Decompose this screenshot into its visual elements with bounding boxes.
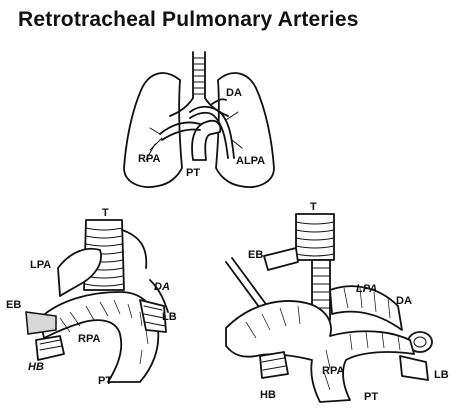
br-label-da: DA	[396, 295, 412, 307]
top-pulmonary-trunk	[191, 119, 222, 161]
bl-label-hb: HB	[28, 361, 44, 373]
top-ductus	[211, 98, 227, 105]
br-label-lpa: LPA	[356, 283, 377, 295]
bl-label-lpa: LPA	[30, 259, 51, 271]
br-label-hb: HB	[260, 389, 276, 401]
bl-eparterial-bronchus	[25, 311, 57, 335]
br-label-lb: LB	[434, 369, 449, 381]
br-trachea	[295, 213, 335, 261]
top-rpa-vessel	[159, 121, 201, 141]
bl-label-eb: EB	[6, 299, 21, 311]
top-left-lung	[215, 72, 275, 188]
br-lpa	[329, 285, 403, 331]
top-label-pt: PT	[186, 167, 200, 179]
br-label-t: T	[310, 201, 317, 213]
br-label-rpa: RPA	[322, 365, 344, 377]
bl-label-pt: PT	[98, 375, 112, 387]
bottom-right-diagram	[225, 213, 433, 403]
bottom-left-diagram	[25, 219, 169, 383]
top-label-alpa: ALPA	[236, 155, 265, 167]
bl-label-da: DA	[154, 281, 170, 293]
top-right-lung	[123, 72, 183, 188]
bl-lpa-sling	[57, 247, 102, 297]
br-hyparterial-bronchus	[259, 351, 289, 379]
br-label-pt: PT	[364, 391, 378, 403]
top-label-rpa: RPA	[138, 153, 160, 165]
top-lung-diagram	[123, 51, 275, 188]
top-alpa-vessel	[189, 105, 235, 159]
bl-label-rpa: RPA	[78, 333, 100, 345]
top-label-da: DA	[226, 87, 242, 99]
bl-pulmonary-trunk	[39, 291, 160, 383]
br-eparterial-bronchus	[263, 247, 299, 271]
br-label-eb: EB	[248, 249, 263, 261]
bl-label-t: T	[102, 207, 109, 219]
figure-title: Retrotracheal Pulmonary Arteries	[18, 8, 359, 31]
br-left-bronchus	[399, 355, 429, 381]
bl-label-lb: LB	[162, 311, 177, 323]
top-trachea	[169, 51, 229, 117]
